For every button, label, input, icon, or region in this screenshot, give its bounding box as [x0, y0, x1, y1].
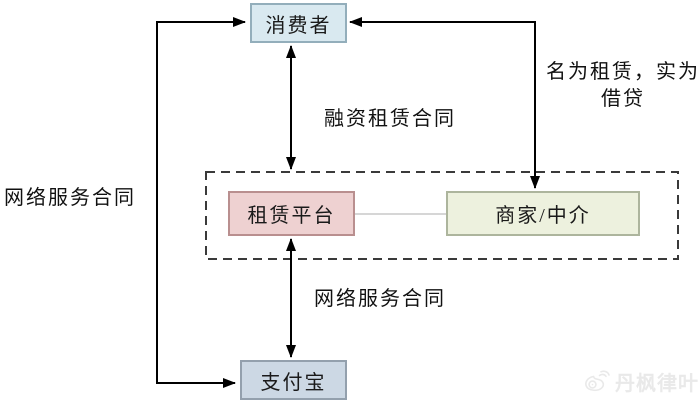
- node-merchant-intermediary: 商家/中介: [446, 191, 640, 236]
- disguised-lease-label: 名为租赁，实为 借贷: [543, 59, 700, 113]
- node-alipay-label: 支付宝: [260, 371, 327, 394]
- group-dashed-border: [205, 171, 679, 260]
- network-service-contract-left-label: 网络服务合同: [4, 187, 136, 209]
- network-service-contract-bottom-label: 网络服务合同: [314, 288, 446, 310]
- finance-lease-contract-label: 融资租赁合同: [324, 108, 456, 130]
- merchant-consumer-arrow: [349, 17, 540, 189]
- node-merchant-intermediary-label: 商家/中介: [495, 205, 591, 227]
- disguised-lease-label-line2: 借贷: [601, 88, 645, 110]
- node-consumer: 消费者: [250, 3, 347, 43]
- watermark: 丹枫律叶: [583, 367, 699, 396]
- node-rental-platform: 租赁平台: [228, 191, 355, 236]
- network-service-loop-arrow: [156, 17, 246, 388]
- watermark-text: 丹枫律叶: [615, 373, 699, 395]
- node-alipay: 支付宝: [240, 360, 347, 400]
- weibo-logo-icon: [583, 370, 610, 393]
- node-rental-platform-label: 租赁平台: [247, 205, 336, 227]
- disguised-lease-label-line1: 名为租赁，实为: [546, 61, 700, 83]
- node-consumer-label: 消费者: [265, 14, 332, 37]
